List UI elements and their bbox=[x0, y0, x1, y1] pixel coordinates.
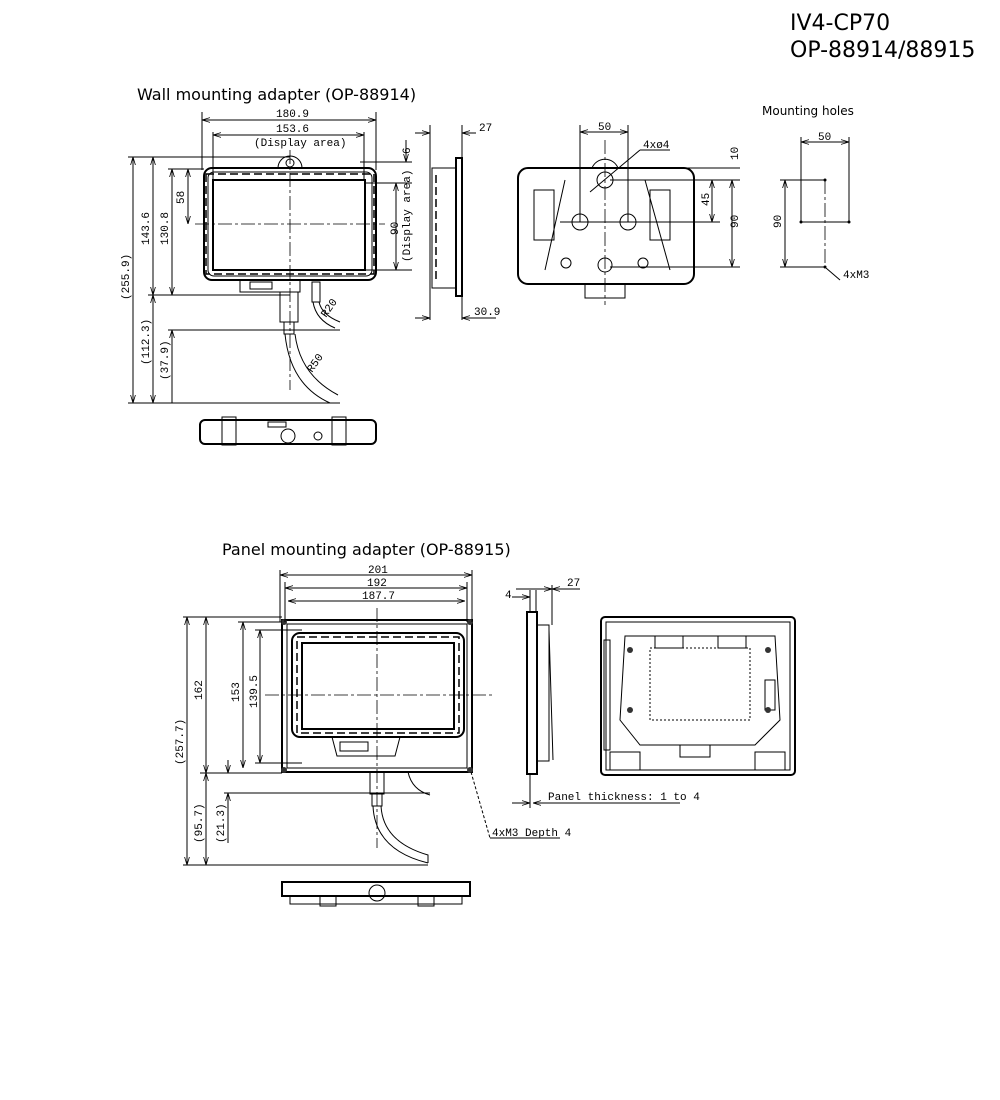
dim-panel-total-height: (257.7) bbox=[175, 719, 187, 765]
dim-display-area-label: (Display area) bbox=[254, 138, 346, 150]
dim-panel-cutout-height: 153 bbox=[231, 682, 243, 702]
dim-back-top: 10 bbox=[730, 147, 742, 160]
dim-back-hole-width: 50 bbox=[598, 122, 611, 134]
dim-wall-display-height-label: (Display area) bbox=[402, 170, 414, 262]
panel-side-view: 4 27 Panel thickness: 1 to 4 bbox=[505, 578, 700, 808]
dim-holes-width: 50 bbox=[818, 132, 831, 144]
dim-wall-depth-total: 30.9 bbox=[474, 307, 500, 319]
dim-panel-thickness: 4 bbox=[505, 590, 512, 602]
panel-bottom-view bbox=[281, 881, 471, 907]
panel-front-view bbox=[265, 608, 492, 864]
dim-panel-screws: 4xM3 Depth 4 bbox=[492, 828, 572, 840]
dim-wall-mount-height: 130.8 bbox=[160, 212, 172, 245]
wall-bottom-view bbox=[199, 416, 377, 446]
dim-panel-inner-height: 139.5 bbox=[249, 675, 261, 708]
mounting-holes-title: Mounting holes bbox=[762, 104, 854, 118]
wall-front-dimensions: 180.9 153.6 (Display area) (255.9) 143.6… bbox=[121, 109, 414, 404]
model-title: IV4-CP70 bbox=[790, 11, 890, 36]
dim-panel-cable-short: (21.3) bbox=[216, 803, 228, 843]
dim-panel-width-total: 201 bbox=[368, 565, 388, 577]
mounting-holes-diagram: Mounting holes 50 90 4xM3 bbox=[762, 104, 869, 282]
panel-front-dimensions: 201 192 187.7 (257.7) 162 (95.7) (21.3) … bbox=[175, 565, 572, 866]
dim-radius-r20: R20 bbox=[319, 297, 340, 320]
wall-side-view: 27 30.9 bbox=[415, 123, 500, 320]
dim-back-hole-height: 90 bbox=[730, 215, 742, 228]
dim-back-mid: 45 bbox=[701, 193, 713, 206]
panel-section-title: Panel mounting adapter (OP-88915) bbox=[222, 540, 511, 559]
dim-wall-width: 180.9 bbox=[276, 109, 309, 121]
dim-panel-depth: 27 bbox=[567, 578, 580, 590]
dim-panel-height: 162 bbox=[194, 680, 206, 700]
dim-holes-height: 90 bbox=[773, 215, 785, 228]
dim-wall-display-width: 153.6 bbox=[276, 124, 309, 136]
dim-wall-total-height: (255.9) bbox=[121, 254, 133, 300]
dim-holes-spec: 4xM3 bbox=[843, 270, 869, 282]
option-title: OP-88914/88915 bbox=[790, 38, 975, 63]
dim-wall-display-height: 90 bbox=[390, 222, 402, 235]
wall-front-view bbox=[195, 150, 385, 404]
panel-back-view bbox=[600, 616, 796, 776]
dim-wall-body-height: 143.6 bbox=[141, 212, 153, 245]
dim-panel-width-mid: 192 bbox=[367, 578, 387, 590]
dim-panel-width-inner: 187.7 bbox=[362, 591, 395, 603]
dim-wall-cable-height: (112.3) bbox=[141, 319, 153, 365]
dim-panel-cable-height: (95.7) bbox=[194, 803, 206, 843]
dim-wall-cable-short: (37.9) bbox=[160, 340, 172, 380]
dim-radius-r50: R50 bbox=[305, 352, 326, 375]
dim-wall-top-offset: 6 bbox=[402, 147, 414, 154]
wall-back-view: 50 4xø4 10 45 90 bbox=[517, 122, 742, 305]
dim-wall-center-height: 58 bbox=[176, 191, 188, 204]
dim-wall-depth: 27 bbox=[479, 123, 492, 135]
wall-section-title: Wall mounting adapter (OP-88914) bbox=[137, 85, 416, 104]
dim-panel-thickness-range: Panel thickness: 1 to 4 bbox=[548, 792, 700, 804]
dim-back-holes: 4xø4 bbox=[643, 140, 670, 152]
